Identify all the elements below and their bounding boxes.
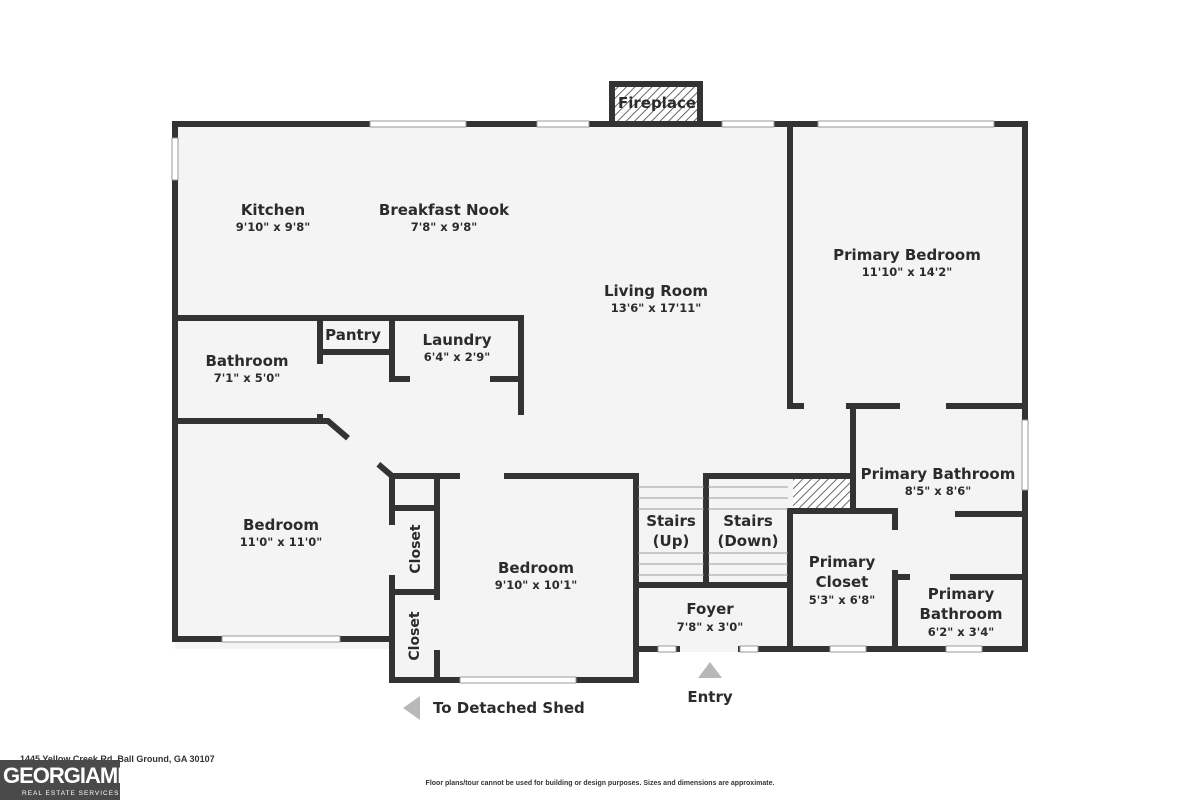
laundry-dim: 6'4" x 2'9": [424, 350, 490, 364]
georgia-mls-logo: GEORGIAMLS REAL ESTATE SERVICES: [0, 760, 144, 800]
primary-bathroom-2-dim: 6'2" x 3'4": [928, 625, 994, 639]
pantry-name: Pantry: [325, 326, 381, 344]
bedroom-2-dim: 9'10" x 10'1": [495, 578, 577, 592]
kitchen-name: Kitchen: [241, 201, 305, 219]
living-room-name: Living Room: [604, 282, 708, 300]
entry-label: Entry: [687, 688, 732, 706]
windows: [171, 120, 1029, 684]
primary-bathroom-dim: 8'5" x 8'6": [905, 484, 971, 498]
closet-1-name: Closet: [408, 524, 424, 574]
primary-bathroom-name: Primary Bathroom: [861, 465, 1016, 483]
kitchen-dim: 9'10" x 9'8": [236, 220, 310, 234]
closet-2-name: Closet: [407, 611, 423, 661]
fireplace-label: Fireplace: [618, 94, 696, 112]
logo-sub-text: REAL ESTATE SERVICES: [22, 790, 120, 797]
bedroom-1-name: Bedroom: [243, 516, 319, 534]
living-room-dim: 13'6" x 17'11": [611, 301, 701, 315]
bathroom-dim: 7'1" x 5'0": [214, 371, 280, 385]
primary-bathroom-2-line1: Primary: [928, 585, 995, 603]
primary-bedroom-dim: 11'10" x 14'2": [862, 265, 952, 279]
room-labels: Kitchen 9'10" x 9'8" Breakfast Nook 7'8"…: [205, 94, 1015, 717]
stairs-down-line2: (Down): [717, 532, 778, 550]
property-address: 1445 Yellow Creek Rd, Ball Ground, GA 30…: [20, 754, 215, 764]
bathroom-name: Bathroom: [205, 352, 288, 370]
shed-arrow-icon: [403, 696, 420, 720]
bedroom-2-name: Bedroom: [498, 559, 574, 577]
foyer-dim: 7'8" x 3'0": [677, 620, 743, 634]
primary-bedroom-name: Primary Bedroom: [833, 246, 981, 264]
logo-main-text: GEORGIAMLS: [3, 763, 144, 788]
breakfast-nook-name: Breakfast Nook: [379, 201, 510, 219]
stairs-up-line2: (Up): [653, 532, 690, 550]
stairs-down-line1: Stairs: [723, 512, 773, 530]
stairs-up-line1: Stairs: [646, 512, 696, 530]
floor-area: [175, 84, 1027, 680]
floor-plan-disclaimer: Floor plans/tour cannot be used for buil…: [425, 780, 775, 787]
to-shed-label: To Detached Shed: [433, 699, 585, 717]
stairs: [638, 486, 788, 576]
bedroom-1-dim: 11'0" x 11'0": [240, 535, 322, 549]
primary-closet-line1: Primary: [809, 553, 876, 571]
entry-arrow-icon: [698, 662, 722, 678]
primary-closet-dim: 5'3" x 6'8": [809, 593, 875, 607]
laundry-name: Laundry: [423, 331, 492, 349]
primary-bathroom-2-line2: Bathroom: [919, 605, 1002, 623]
breakfast-nook-dim: 7'8" x 9'8": [411, 220, 477, 234]
foyer-name: Foyer: [686, 600, 734, 618]
primary-closet-line2: Closet: [816, 573, 869, 591]
